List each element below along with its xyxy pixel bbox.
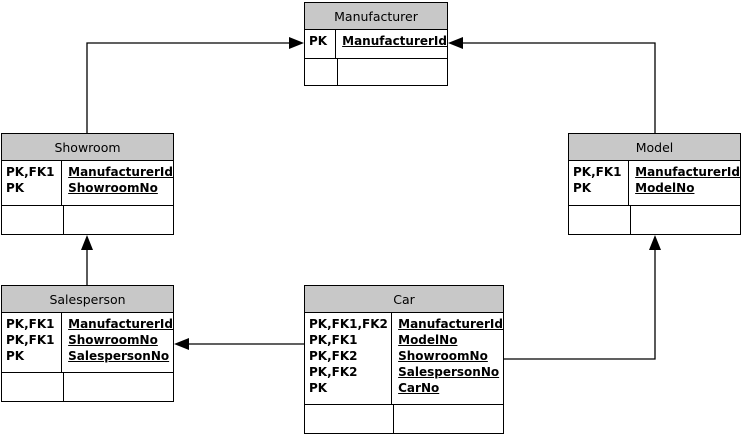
empty-cell <box>2 373 64 401</box>
key-label: PK,FK1,FK2 <box>309 317 388 331</box>
key-label: PK,FK1 <box>573 165 622 179</box>
key-label: PK,FK1 <box>6 333 55 347</box>
entity-title: Showroom <box>2 134 173 161</box>
key-label: PK <box>6 349 25 363</box>
empty-cell <box>2 206 64 234</box>
arrowhead-manufacturer-right <box>448 37 463 49</box>
key-column: PK <box>305 30 337 58</box>
field-column: ManufacturerId <box>336 30 447 58</box>
empty-cell <box>631 206 637 234</box>
field-column: ManufacturerId ShowroomNo SalespersonNo <box>62 313 173 372</box>
key-label: PK <box>309 381 328 395</box>
field-label: ManufacturerId <box>68 317 173 331</box>
empty-cell <box>64 373 70 401</box>
empty-cell <box>338 59 344 85</box>
key-label: PK,FK1 <box>6 317 55 331</box>
entity-title: Car <box>305 286 503 313</box>
key-label: PK <box>309 34 328 48</box>
showroom-manufacturer-connector <box>86 42 289 133</box>
car-model-connector <box>504 250 656 360</box>
entity-manufacturer[interactable]: Manufacturer PK ManufacturerId <box>304 2 448 86</box>
arrowhead-manufacturer-left <box>289 37 304 49</box>
key-label: PK,FK1 <box>6 165 55 179</box>
empty-cell <box>305 59 338 85</box>
field-column: ManufacturerId ModelNo <box>629 161 740 205</box>
field-label: ModelNo <box>635 181 695 195</box>
key-label: PK,FK2 <box>309 365 358 379</box>
field-column: ManufacturerId ShowroomNo <box>62 161 173 205</box>
field-label: SalespersonNo <box>398 365 500 379</box>
field-label: ShowroomNo <box>68 333 158 347</box>
key-label: PK,FK1 <box>309 333 358 347</box>
entity-car[interactable]: Car PK,FK1,FK2 PK,FK1 PK,FK2 PK,FK2 PK M… <box>304 285 504 434</box>
entity-salesperson[interactable]: Salesperson PK,FK1 PK,FK1 PK Manufacture… <box>1 285 174 402</box>
arrowhead-salesperson <box>174 338 189 350</box>
key-column: PK,FK1 PK <box>569 161 630 205</box>
field-label: ShowroomNo <box>398 349 488 363</box>
key-column: PK,FK1 PK <box>2 161 63 205</box>
field-label: ManufacturerId <box>398 317 503 331</box>
field-label: SalespersonNo <box>68 349 170 363</box>
entity-title: Model <box>569 134 740 161</box>
empty-cell <box>305 405 394 433</box>
key-label: PK,FK2 <box>309 349 358 363</box>
empty-cell <box>64 206 70 234</box>
field-label: ManufacturerId <box>342 34 447 48</box>
field-label: CarNo <box>398 381 440 395</box>
arrowhead-model <box>649 235 661 250</box>
key-label: PK <box>573 181 592 195</box>
key-column: PK,FK1,FK2 PK,FK1 PK,FK2 PK,FK2 PK <box>305 313 393 404</box>
field-label: ManufacturerId <box>68 165 173 179</box>
field-label: ManufacturerId <box>635 165 740 179</box>
field-label: ShowroomNo <box>68 181 158 195</box>
key-column: PK,FK1 PK,FK1 PK <box>2 313 63 372</box>
model-manufacturer-connector <box>463 42 656 133</box>
field-column: ManufacturerId ModelNo ShowroomNo Salesp… <box>392 313 503 404</box>
empty-cell <box>394 405 400 433</box>
entity-showroom[interactable]: Showroom PK,FK1 PK ManufacturerId Showro… <box>1 133 174 235</box>
field-label: ModelNo <box>398 333 458 347</box>
entity-model[interactable]: Model PK,FK1 PK ManufacturerId ModelNo <box>568 133 741 235</box>
key-label: PK <box>6 181 25 195</box>
empty-cell <box>569 206 631 234</box>
arrowhead-showroom <box>81 235 93 250</box>
entity-title: Manufacturer <box>305 3 447 30</box>
entity-title: Salesperson <box>2 286 173 313</box>
